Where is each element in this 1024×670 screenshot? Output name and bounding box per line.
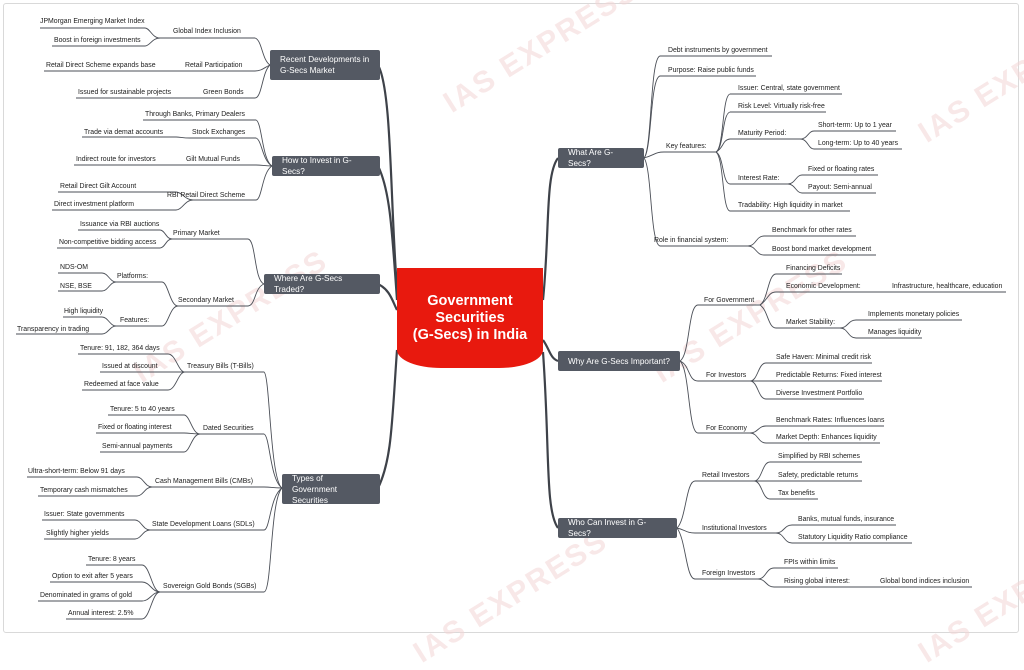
node-sgb-interest[interactable]: Annual interest: 2.5%	[68, 610, 134, 617]
node-direct-platform[interactable]: Direct investment platform	[54, 201, 135, 208]
node-rbi-retail-direct[interactable]: RBI Retail Direct Scheme	[167, 192, 246, 199]
node-predictable-returns[interactable]: Predictable Returns: Fixed interest	[776, 372, 882, 379]
node-foreign-investors[interactable]: Foreign Investors	[702, 570, 756, 577]
node-ds-interest[interactable]: Fixed or floating interest	[98, 424, 172, 431]
node-jpmorgan[interactable]: JPMorgan Emerging Market Index	[40, 18, 145, 25]
node-sdl[interactable]: State Development Loans (SDLs)	[152, 521, 255, 528]
node-role[interactable]: Role in financial system:	[654, 237, 729, 244]
mindmap-canvas: IAS EXPRESS IAS EXPRESS IAS EXPRESS IAS …	[3, 0, 1024, 669]
hub-what-are-gsecs[interactable]: What Are G-Secs?	[558, 148, 644, 168]
node-green-bonds[interactable]: Green Bonds	[203, 89, 244, 96]
node-risk-level[interactable]: Risk Level: Virtually risk-free	[738, 103, 825, 110]
node-retail-direct-expands[interactable]: Retail Direct Scheme expands base	[46, 62, 156, 69]
node-sgb-tenure[interactable]: Tenure: 8 years	[88, 556, 136, 563]
node-fpis[interactable]: FPIs within limits	[784, 559, 836, 566]
central-title-line: Government	[427, 292, 513, 309]
central-title-line: Securities	[435, 309, 505, 326]
node-banks-funds[interactable]: Banks, mutual funds, insurance	[798, 516, 895, 523]
hub-recent-developments[interactable]: Recent Developments in G-Secs Market	[270, 50, 380, 80]
node-tradability[interactable]: Tradability: High liquidity in market	[738, 202, 843, 209]
node-sdl-issuer[interactable]: Issuer: State governments	[44, 511, 125, 518]
node-high-liquidity[interactable]: High liquidity	[64, 308, 104, 315]
node-safety-returns[interactable]: Safety, predictable returns	[778, 472, 858, 479]
node-ds-tenure[interactable]: Tenure: 5 to 40 years	[110, 406, 175, 413]
node-sustainable-projects[interactable]: Issued for sustainable projects	[78, 89, 172, 96]
node-benchmark-rates[interactable]: Benchmark Rates: Influences loans	[776, 417, 885, 424]
node-payout[interactable]: Payout: Semi-annual	[808, 184, 872, 191]
node-institutional[interactable]: Institutional Investors	[702, 525, 767, 532]
hub-who-can-invest[interactable]: Who Can Invest in G-Secs?	[558, 518, 677, 538]
node-tb-tenure[interactable]: Tenure: 91, 182, 364 days	[80, 345, 160, 352]
node-sdl-yields[interactable]: Slightly higher yields	[46, 530, 109, 537]
node-for-economy[interactable]: For Economy	[706, 425, 747, 432]
node-banks-dealers[interactable]: Through Banks, Primary Dealers	[145, 111, 245, 118]
node-safe-haven[interactable]: Safe Haven: Minimal credit risk	[776, 354, 871, 361]
node-rbi-auctions[interactable]: Issuance via RBI auctions	[80, 221, 160, 228]
node-sgb-gold[interactable]: Denominated in grams of gold	[40, 592, 132, 599]
node-fixed-floating[interactable]: Fixed or floating rates	[808, 166, 875, 173]
node-key-features[interactable]: Key features:	[666, 143, 707, 150]
node-retail-investors[interactable]: Retail Investors	[702, 472, 750, 479]
node-tb-face-value[interactable]: Redeemed at face value	[84, 381, 159, 388]
node-market-stability[interactable]: Market Stability:	[786, 319, 836, 326]
node-interest-rate[interactable]: Interest Rate:	[738, 175, 780, 182]
node-for-government[interactable]: For Government	[704, 297, 755, 304]
node-gilt-funds[interactable]: Gilt Mutual Funds	[186, 156, 240, 163]
node-for-investors[interactable]: For Investors	[706, 372, 747, 379]
node-issuer[interactable]: Issuer: Central, state government	[738, 85, 840, 92]
node-rising-interest[interactable]: Rising global interest:	[784, 578, 850, 585]
hub-where-traded[interactable]: Where Are G-Secs Traded?	[264, 274, 380, 294]
node-sgb-exit[interactable]: Option to exit after 5 years	[52, 573, 133, 580]
node-simplified-rbi[interactable]: Simplified by RBI schemes	[778, 453, 860, 460]
node-economic-dev[interactable]: Economic Development:	[786, 283, 861, 290]
node-global-bond-indices[interactable]: Global bond indices inclusion	[880, 578, 970, 585]
node-nds-om[interactable]: NDS-OM	[60, 264, 88, 271]
connector-lines	[16, 27, 1006, 620]
node-secondary-market[interactable]: Secondary Market	[178, 297, 234, 304]
node-financing-deficits[interactable]: Financing Deficits	[786, 265, 841, 272]
node-manages-liquidity[interactable]: Manages liquidity	[868, 329, 922, 336]
node-monetary-policy[interactable]: Implements monetary policies	[868, 311, 960, 318]
node-cmb-ultra[interactable]: Ultra-short-term: Below 91 days	[28, 468, 125, 475]
node-infrastructure[interactable]: Infrastructure, healthcare, education	[892, 283, 1003, 290]
node-noncompetitive[interactable]: Non-competitive bidding access	[59, 239, 157, 246]
node-cmb-temporary[interactable]: Temporary cash mismatches	[40, 487, 128, 494]
node-global-index[interactable]: Global Index Inclusion	[173, 28, 241, 35]
node-gilt-account[interactable]: Retail Direct Gilt Account	[60, 183, 137, 190]
node-nse-bse[interactable]: NSE, BSE	[60, 283, 92, 290]
node-retail-participation[interactable]: Retail Participation	[185, 62, 243, 69]
node-transparency[interactable]: Transparency in trading	[17, 326, 90, 333]
node-diverse-portfolio[interactable]: Diverse Investment Portfolio	[776, 390, 863, 397]
node-long-term[interactable]: Long-term: Up to 40 years	[818, 140, 899, 147]
node-tax-benefits[interactable]: Tax benefits	[778, 490, 815, 497]
node-market-depth[interactable]: Market Depth: Enhances liquidity	[776, 434, 877, 441]
node-indirect-route[interactable]: Indirect route for investors	[76, 156, 156, 163]
node-benchmark[interactable]: Benchmark for other rates	[772, 227, 852, 234]
node-treasury-bills[interactable]: Treasury Bills (T-Bills)	[187, 363, 254, 370]
node-features[interactable]: Features:	[120, 317, 150, 324]
central-title-line: (G-Secs) in India	[412, 326, 528, 343]
node-stock-exchanges[interactable]: Stock Exchanges	[192, 129, 246, 136]
hub-types[interactable]: Types of Government Securities	[282, 474, 380, 505]
node-slr[interactable]: Statutory Liquidity Ratio compliance	[798, 534, 908, 541]
central-topic[interactable]: Government Securities (G-Secs) in India	[397, 268, 543, 368]
node-boost-bond[interactable]: Boost bond market development	[772, 246, 872, 253]
node-short-term[interactable]: Short-term: Up to 1 year	[818, 122, 892, 129]
node-cmb[interactable]: Cash Management Bills (CMBs)	[155, 478, 254, 485]
node-demat[interactable]: Trade via demat accounts	[84, 129, 164, 136]
hub-how-to-invest[interactable]: How to Invest in G-Secs?	[272, 156, 380, 176]
node-ds-payments[interactable]: Semi-annual payments	[102, 443, 173, 450]
hub-why-important[interactable]: Why Are G-Secs Important?	[558, 351, 680, 371]
node-dated-securities[interactable]: Dated Securities	[203, 425, 254, 432]
node-maturity[interactable]: Maturity Period:	[738, 130, 787, 137]
node-primary-market[interactable]: Primary Market	[173, 230, 220, 237]
node-sgb[interactable]: Sovereign Gold Bonds (SGBs)	[163, 583, 257, 590]
canvas-frame	[3, 3, 1019, 633]
node-purpose[interactable]: Purpose: Raise public funds	[668, 67, 754, 74]
node-boost-foreign[interactable]: Boost in foreign investments	[54, 37, 141, 44]
node-tb-discount[interactable]: Issued at discount	[102, 363, 158, 370]
node-platforms[interactable]: Platforms:	[117, 273, 149, 280]
node-debt-instruments[interactable]: Debt instruments by government	[668, 47, 768, 54]
